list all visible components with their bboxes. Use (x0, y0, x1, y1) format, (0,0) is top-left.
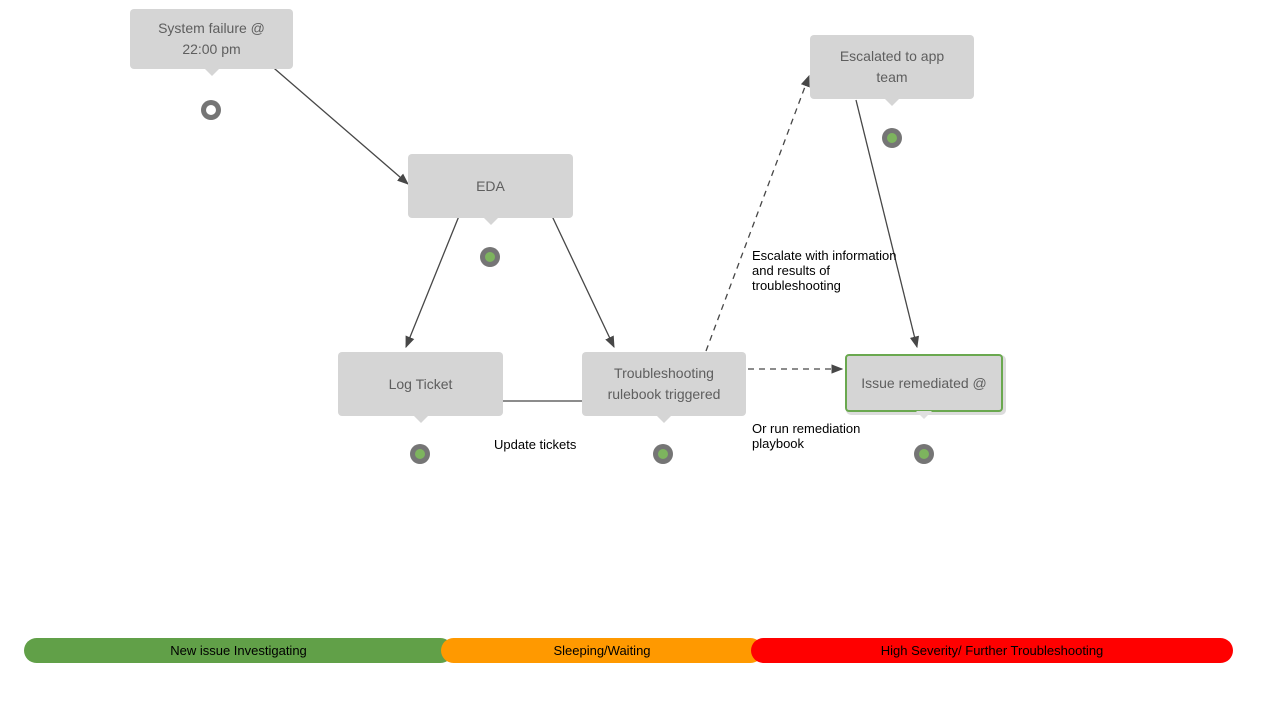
edge-label-run-remediation: Or run remediation playbook (752, 421, 861, 451)
status-dot-issue-remediated[interactable] (914, 444, 934, 464)
legend-label-new-issue: New issue Investigating (170, 643, 307, 658)
node-troubleshooting-label: Troubleshooting rulebook triggered (607, 365, 721, 402)
node-eda[interactable]: EDA (408, 154, 573, 218)
edge-label-escalate-info: Escalate with information and results of… (752, 248, 897, 293)
node-escalated-label: Escalated to app team (839, 48, 945, 85)
status-dot-green-icon (919, 449, 929, 459)
node-system-failure[interactable]: System failure @ 22:00 pm (130, 9, 293, 69)
status-dot-green-icon (485, 252, 495, 262)
node-issue-remediated-label: Issue remediated @ (861, 374, 987, 391)
status-legend: New issue Investigating Sleeping/Waiting… (24, 638, 1233, 663)
node-log-ticket-label: Log Ticket (388, 375, 453, 392)
status-dot-log-ticket[interactable] (410, 444, 430, 464)
edge-eda-to-logticket (405, 215, 460, 349)
node-system-failure-label: System failure @ 22:00 pm (158, 20, 265, 57)
status-dot-eda[interactable] (480, 247, 500, 267)
edge-eda-to-troubleshooting (551, 215, 615, 349)
node-issue-remediated[interactable]: Issue remediated @ (845, 354, 1003, 412)
legend-segment-sleeping: Sleeping/Waiting (441, 638, 763, 663)
status-dot-green-icon (887, 133, 897, 143)
status-dot-escalated[interactable] (882, 128, 902, 148)
status-dot-troubleshooting[interactable] (653, 444, 673, 464)
node-eda-label: EDA (476, 177, 505, 194)
legend-segment-new-issue: New issue Investigating (24, 638, 453, 663)
node-log-ticket[interactable]: Log Ticket (338, 352, 503, 416)
legend-label-high-severity: High Severity/ Further Troubleshooting (880, 643, 1104, 658)
legend-label-sleeping: Sleeping/Waiting (553, 643, 651, 658)
legend-segment-high-severity: High Severity/ Further Troubleshooting (751, 638, 1233, 663)
node-troubleshooting[interactable]: Troubleshooting rulebook triggered (582, 352, 746, 416)
edge-label-update-tickets: Update tickets (494, 437, 577, 452)
node-escalated[interactable]: Escalated to app team (810, 35, 974, 99)
status-dot-system-failure[interactable] (201, 100, 221, 120)
status-dot-white-icon (206, 105, 216, 115)
status-dot-green-icon (658, 449, 668, 459)
edge-systemfailure-to-eda (267, 62, 409, 185)
status-dot-green-icon (415, 449, 425, 459)
edge-troubleshooting-to-escalated-dashed (705, 74, 810, 352)
